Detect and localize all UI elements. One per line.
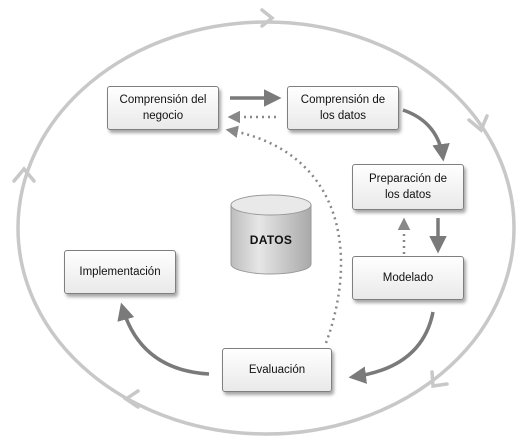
ring-chevron-bottom-right	[430, 370, 449, 388]
node-comprension-datos-label: Comprensión de los datos	[300, 94, 386, 122]
ring-chevron-right	[467, 114, 489, 133]
arrow-evaluacion-to-implementacion	[117, 302, 210, 376]
node-comprension-negocio-label: Comprensión del negocio	[119, 94, 207, 122]
database-cylinder	[230, 194, 312, 275]
arrow-datos-to-preparacion	[402, 108, 450, 162]
ring-chevron-bottom-left	[122, 389, 140, 409]
node-modelado-label: Modelado	[382, 272, 434, 284]
dotted-arrow-evaluacion-to-negocio	[225, 125, 343, 344]
arrow-modelado-to-evaluacion	[348, 311, 435, 384]
node-evaluacion: Evaluación	[222, 348, 332, 392]
node-comprension-negocio: Comprensión del negocio	[107, 86, 219, 130]
node-implementacion: Implementación	[64, 250, 176, 294]
node-preparacion-datos: Preparación de los datos	[352, 164, 464, 210]
ring-chevron-top	[260, 8, 275, 28]
node-modelado: Modelado	[352, 256, 464, 300]
node-comprension-datos: Comprensión de los datos	[287, 86, 399, 130]
ring-chevron-left	[12, 166, 36, 183]
database-label: DATOS	[249, 233, 293, 247]
node-implementacion-label: Implementación	[79, 266, 161, 278]
node-evaluacion-label: Evaluación	[248, 364, 306, 376]
node-preparacion-datos-label: Preparación de los datos	[369, 173, 447, 201]
